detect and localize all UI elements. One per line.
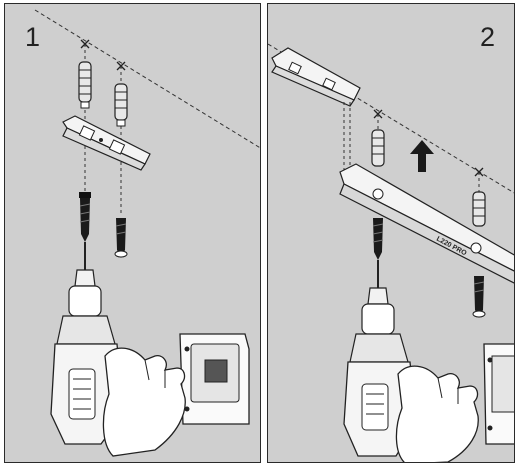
mounting-bracket — [271, 47, 361, 107]
wall-anchor-left — [371, 129, 385, 167]
step-2-panel: L220 PRO — [267, 3, 515, 463]
wall-anchor-right — [472, 191, 486, 227]
wall-anchor-right — [114, 83, 128, 127]
screw-left — [372, 218, 384, 260]
power-drill — [343, 260, 514, 462]
mounting-bracket — [62, 115, 151, 171]
power-drill — [50, 242, 250, 457]
step-1-panel: 1 — [4, 3, 261, 463]
step-2-illustration: L220 PRO — [268, 43, 514, 462]
rail-bracket: L220 PRO — [339, 163, 514, 284]
mounting-guide-line — [34, 9, 260, 149]
screw-right — [114, 218, 128, 258]
step-number: 1 — [25, 22, 41, 52]
screw-right — [472, 276, 486, 318]
mounting-guide-line — [268, 43, 514, 194]
screw-left — [79, 192, 91, 242]
step-1-illustration — [34, 9, 260, 457]
wall-anchor-left — [78, 61, 92, 109]
move-up-arrow-icon — [410, 140, 434, 172]
step-number: 2 — [480, 22, 496, 52]
